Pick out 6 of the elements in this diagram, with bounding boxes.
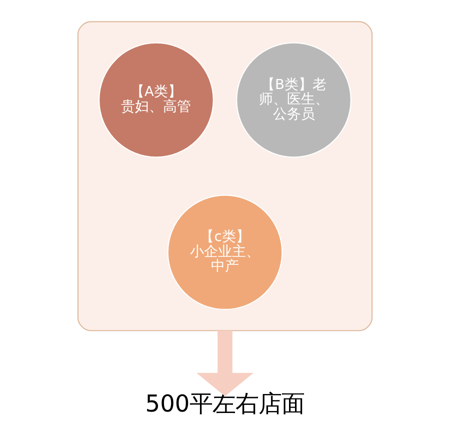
- node-circle: 【B类】老师、医生、公务员: [236, 42, 352, 158]
- node-circle: 【c类】 小企业主、中产: [167, 194, 283, 310]
- cluster: [77, 20, 373, 331]
- arrow: [196, 330, 254, 396]
- node-circle: 【A类】 贵妇、高管: [98, 42, 214, 158]
- node-text: 500平左右店面: [145, 390, 305, 418]
